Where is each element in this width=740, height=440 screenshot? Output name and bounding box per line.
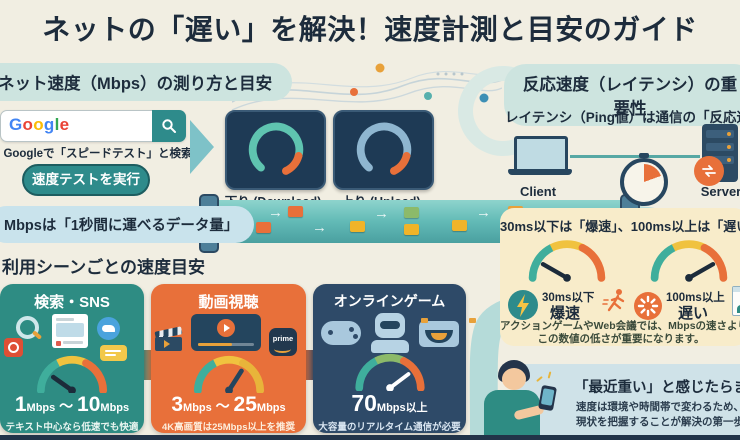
usage-card-icons	[313, 313, 476, 353]
fast-latency-gauge	[528, 240, 606, 282]
left-section-header: ネット速度（Mbps）の測り方と目安	[0, 63, 293, 101]
chat-bubble-icon	[100, 345, 127, 361]
page-title: ネットの「遅い」を解決！速度計測と目安のガイド	[42, 14, 698, 45]
usage-card-note: 4K高画質は25Mbps以上を推奨	[161, 422, 295, 433]
latency-body-line1: アクションゲームやWeb会議では、Mbpsの速さよりも	[500, 320, 740, 332]
speed-gauge	[354, 353, 425, 391]
speed-range: 3Mbps ～ 25Mbps	[171, 393, 286, 416]
cta-body-line2: 現状を把握することが解決の第一歩です。	[576, 416, 740, 428]
right-section-header: 反応速度（レイテンシ）の重要性	[504, 64, 740, 126]
loading-spinner-icon	[634, 292, 662, 320]
bird-icon	[97, 317, 120, 340]
game-controller-icon	[321, 321, 361, 345]
google-search-bar[interactable]: Google	[0, 110, 186, 142]
slow-latency-value: 100ms以上	[666, 292, 725, 304]
slow-latency-label: 遅い	[678, 305, 709, 322]
stopwatch-icon	[620, 153, 668, 206]
speed-test-button[interactable]: 速度テストを実行	[22, 164, 150, 196]
search-icon	[162, 119, 176, 133]
robot-head-icon	[375, 313, 405, 338]
google-search-caption: Googleで「スピードテスト」と検索	[3, 148, 193, 160]
flow-arrow-icon: →	[312, 219, 327, 236]
usage-card-title: 動画視聴	[198, 294, 259, 311]
lightning-icon	[508, 290, 538, 320]
download-gauge-card	[225, 110, 326, 190]
magnifier-icon	[16, 316, 39, 339]
flow-arrow-icon: →	[476, 204, 491, 221]
latency-body-line2: この数値の低さが重要になります。	[537, 333, 705, 345]
usage-card-note: テキスト中心なら低速でも快適	[5, 422, 139, 433]
video-player-icon	[191, 314, 261, 351]
usage-card-online-game: オンラインゲーム 70Mbps以上 大容量のリアルタイム通信が必要	[313, 284, 476, 433]
google-search-button[interactable]	[152, 110, 186, 142]
robot-body-icon	[371, 340, 409, 353]
client-label: Client	[519, 184, 557, 199]
speed-gauge	[36, 355, 108, 393]
fast-latency-value: 30ms以下	[542, 292, 595, 304]
usage-card-icons	[0, 314, 144, 361]
latency-subtitle: レイテンシ（Ping値）は通信の「反応速度」	[505, 110, 740, 125]
speed-range: 70Mbps以上	[351, 390, 428, 416]
runner-icon	[602, 289, 625, 312]
fast-latency-label: 爆速	[550, 305, 581, 322]
usage-section-header: 利用シーンごとの速度目安	[2, 258, 205, 277]
video-call-icon	[732, 286, 740, 316]
latency-card: 30ms以下は「爆速」、100ms以上は「遅い」 30ms以下 爆速	[500, 208, 740, 346]
flow-arrow-icon: →	[374, 205, 389, 222]
upload-gauge	[356, 122, 411, 175]
usage-card-search-sns: 検索・SNS 1Mbps ～ 10Mbps テキスト中心なら低速でも快適	[0, 284, 144, 433]
flow-arrow-icon: →	[268, 204, 283, 221]
usage-card-note: 大容量のリアルタイム通信が必要	[318, 422, 461, 433]
card-connector	[303, 350, 316, 380]
speed-range: 1Mbps ～ 10Mbps	[14, 393, 130, 416]
mbps-note: Mbpsは「1秒間に運べるデータ量」	[0, 206, 255, 243]
google-logo: Google	[9, 115, 70, 134]
clapperboard-icon	[154, 326, 183, 351]
bottom-accent-bar	[0, 435, 740, 440]
latency-headline: 30ms以下は「爆速」、100ms以上は「遅い」	[500, 219, 740, 234]
laptop-icon	[514, 136, 568, 172]
person-with-phone-illustration	[474, 360, 566, 440]
search-app-icon	[4, 338, 23, 357]
slow-latency-gauge	[650, 240, 728, 282]
card-connector	[141, 350, 154, 380]
sns-post-icon	[52, 314, 88, 348]
speed-gauge	[193, 355, 264, 393]
connection-line	[570, 155, 700, 158]
laptop-base	[508, 169, 572, 175]
usage-card-icons: prime	[151, 314, 306, 356]
prime-video-icon: prime	[269, 328, 297, 356]
usage-card-video: 動画視聴 prime 3Mbps ～ 25Mbps 4K高画質は25Mbps以上…	[151, 284, 306, 433]
arrow-right-icon	[190, 120, 214, 174]
transfer-icon	[694, 156, 724, 186]
arena-icon	[419, 318, 476, 347]
usage-card-title: オンラインゲーム	[333, 293, 446, 309]
cta-body-line1: 速度は環境や時間帯で変わるため、まずは	[576, 401, 740, 413]
cta-title: 「最近重い」と感じたらまず計	[574, 380, 740, 396]
usage-card-title: 検索・SNS	[34, 294, 110, 311]
upload-gauge-card	[333, 110, 434, 190]
server-label: Server	[700, 184, 740, 199]
download-gauge	[248, 122, 303, 175]
cta-card: 「最近重い」と感じたらまず計 速度は環境や時間帯で変わるため、まずは 現状を把握…	[514, 364, 740, 436]
